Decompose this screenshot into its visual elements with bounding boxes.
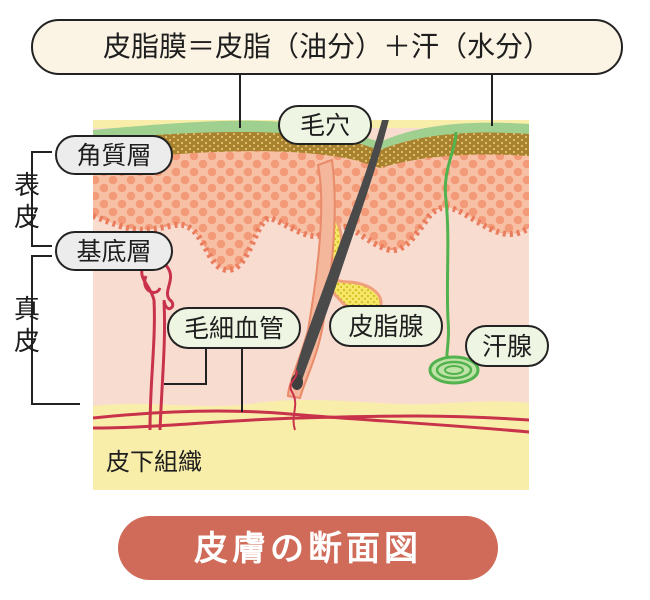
basal-layer-label-box [55,231,173,271]
sebaceous-gland-label-box [329,305,443,347]
stratum-corneum-label-box [55,135,173,175]
dermis-label-1: 真 [14,295,40,325]
epidermis-bracket [31,151,52,247]
subcutaneous-label: 皮下組織 [106,448,202,476]
sweat-duct [443,131,458,361]
title-pill [118,516,498,580]
dermis-bracket [31,255,80,405]
sweat-gland-label: 汗腺 [482,332,532,361]
dermis-label-2: 皮 [14,327,40,357]
sebaceous-gland-label: 皮脂腺 [348,312,423,341]
epidermis-label-2: 皮 [14,203,40,233]
sweat-gland-coil [428,355,480,385]
epidermis-label-1: 表 [14,171,40,201]
sebum-film [93,120,529,150]
pore-label-box [278,105,372,145]
pore-label: 毛穴 [300,111,350,140]
formula-box [31,19,623,75]
epidermis-cells [93,150,529,270]
capillary-label-box [167,307,301,349]
blood-vessel-horizontal-2 [93,414,529,430]
basal-layer-label: 基底層 [76,237,151,266]
sweat-gland-label-box [465,325,549,367]
diagram-title: 皮膚の断面図 [194,529,422,569]
formula-text: 皮脂膜＝皮脂（油分）＋汗（水分） [103,30,551,63]
capillary-label: 毛細血管 [184,314,284,343]
capillary-connector [164,348,243,412]
hair-shaft [294,120,389,380]
hair-follicle [286,158,336,400]
stratum-corneum-label: 角質層 [76,141,151,170]
